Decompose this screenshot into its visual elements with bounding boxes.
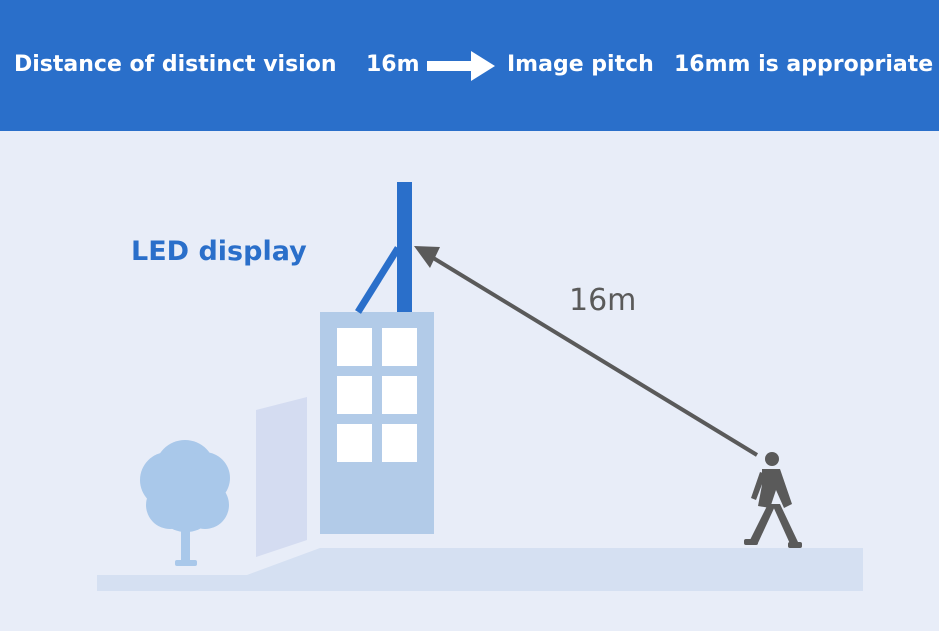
- building-windows: [337, 328, 417, 462]
- pitch-value: 16mm is appropriate: [674, 52, 934, 77]
- right-arrow-icon: [427, 51, 495, 81]
- led-display-pole: [397, 182, 412, 312]
- ground: [97, 548, 863, 591]
- distance-label: Distance of distinct vision: [14, 52, 337, 77]
- pitch-label: Image pitch: [507, 52, 654, 77]
- sight-line: [428, 254, 759, 457]
- tree-icon: [140, 440, 230, 566]
- led-display-label: LED display: [131, 236, 307, 267]
- walking-person-icon: [744, 452, 802, 548]
- display-support-brace: [355, 246, 401, 314]
- arrowhead-icon: [414, 246, 440, 268]
- header-banner: Distance of distinct vision 16m Image pi…: [0, 0, 939, 131]
- background-building: [256, 397, 307, 557]
- distance-annotation: 16m: [569, 283, 637, 318]
- distance-value: 16m: [366, 52, 420, 77]
